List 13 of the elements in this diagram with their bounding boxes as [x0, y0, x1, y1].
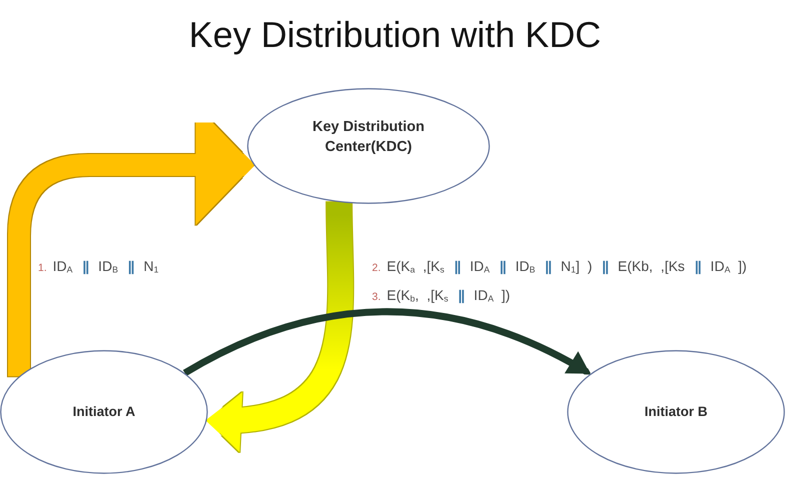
- curved-arrow: [206, 202, 354, 450]
- edge-label: 3. E(K$_{b}$, ,[K$_{s}$ || ID$_{A}$ ]): [372, 286, 510, 305]
- ellipse-node: [247, 88, 490, 204]
- node-label: Initiator A: [72, 402, 136, 421]
- node-label: Key Distribution Center(KDC): [312, 118, 426, 157]
- edge-label: 2. E(K$_{a}$ ,[K$_{s}$ || ID$_{A}$ || ID$_{B}$ || N$_{1}$] ) || E(Kb, ,[Ks || ID$_{A}$ ]): [372, 257, 747, 276]
- ellipse-node: [567, 350, 785, 474]
- node-label: Initiator B: [644, 402, 708, 421]
- curved-arrow: [8, 105, 254, 376]
- diagram-title: Key Distribution with KDC: [188, 17, 602, 53]
- curved-arrow: [183, 308, 592, 377]
- edge-label: 1. ID$_{A}$ || ID$_{B}$ || N$_{1}$: [38, 257, 159, 276]
- ellipse-node: [0, 350, 208, 474]
